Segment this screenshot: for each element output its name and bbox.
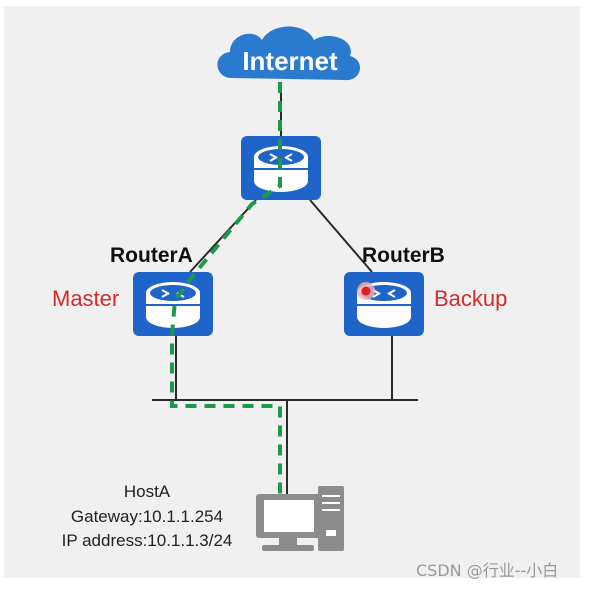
watermark: CSDN @行业--小白 <box>416 561 558 580</box>
active-indicator-dot <box>361 286 371 296</box>
host-name: HostA <box>124 482 171 501</box>
host-gateway: Gateway:10.1.1.254 <box>71 507 223 526</box>
router-a-role: Master <box>52 286 119 311</box>
diagram-panel <box>4 6 580 578</box>
internet-cloud-icon: Internet <box>217 26 361 81</box>
router-a: RouterA Master <box>52 244 213 336</box>
desktop-computer-icon <box>256 486 344 551</box>
router-b-role: Backup <box>434 286 507 311</box>
traffic-path-dashed <box>170 82 282 494</box>
host-ip: IP address:10.1.1.3/24 <box>62 531 233 550</box>
internet-label: Internet <box>242 46 338 76</box>
link-core-routera <box>189 199 257 273</box>
links <box>152 83 418 494</box>
router-a-name: RouterA <box>110 244 193 267</box>
link-core-routerb <box>309 199 373 273</box>
router-b-name: RouterB <box>362 244 445 267</box>
host-labels: HostA Gateway:10.1.1.254 IP address:10.1… <box>62 482 233 550</box>
router-b: RouterB Backup <box>344 244 507 336</box>
